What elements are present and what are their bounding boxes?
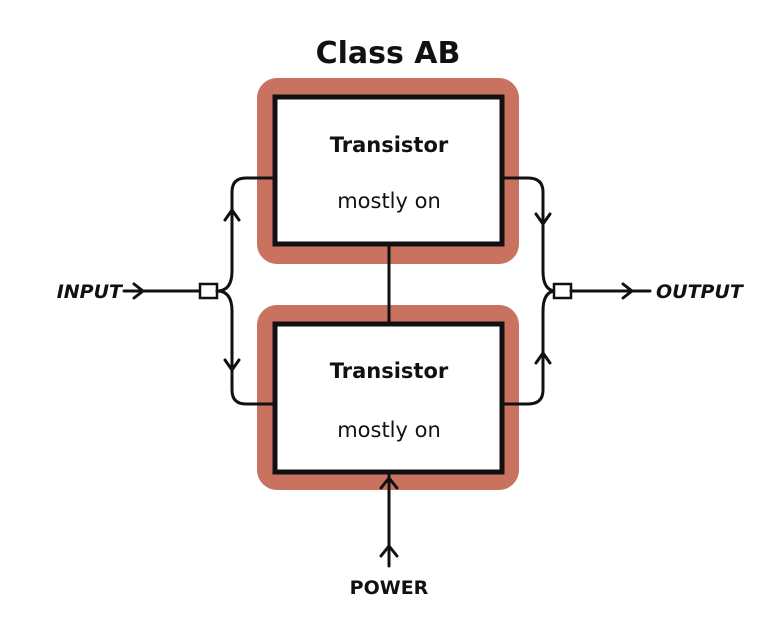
output-branch-top [500, 176, 558, 293]
input-label: INPUT [57, 281, 124, 303]
transistor-bottom-label: Transistor [330, 359, 449, 383]
power-arrow-top-icon [379, 476, 399, 490]
output-branch-bottom [500, 289, 558, 406]
transistor-bottom-box [272, 321, 505, 475]
output-junction [552, 282, 573, 300]
input-branch-bottom [215, 289, 277, 406]
transistor-bottom: Transistor mostly on [257, 305, 519, 490]
power-label: POWER [350, 577, 429, 599]
input-junction [198, 282, 219, 300]
transistor-top: Transistor mostly on [257, 78, 519, 264]
input-branch-top [215, 176, 277, 293]
input-down-arrow-icon [223, 358, 241, 372]
output-label: OUTPUT [656, 281, 745, 303]
transistor-top-label: Transistor [330, 133, 449, 157]
power-arrow-bottom-icon [379, 544, 399, 558]
transistor-top-box [272, 94, 505, 247]
diagram-title: Class AB [316, 36, 461, 71]
output-arrow-icon [621, 282, 634, 300]
output-up-arrow-icon [534, 351, 552, 365]
transistor-top-state: mostly on [337, 189, 441, 213]
input-arrow-icon [132, 282, 145, 300]
output-down-arrow-icon [534, 212, 552, 226]
input-up-arrow-icon [223, 208, 241, 222]
transistor-bottom-state: mostly on [337, 418, 441, 442]
